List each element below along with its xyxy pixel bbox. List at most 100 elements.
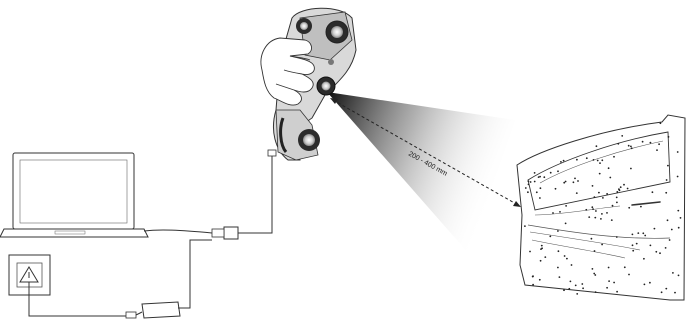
target-marker-dot [644,234,647,237]
target-markers [524,122,682,295]
target-marker-dot [616,191,619,193]
target-marker-dot [539,175,541,178]
target-marker-dot [640,205,642,208]
target-marker-dot [557,250,560,253]
target-marker-dot [594,291,597,293]
target-marker-dot [537,176,540,179]
target-marker-dot [665,179,668,181]
target-marker-dot [601,243,603,246]
target-marker-dot [557,230,559,232]
target-marker-dot [628,206,631,209]
target-marker-dot [540,244,543,247]
target-marker-dot [596,159,599,162]
target-marker-dot [667,164,669,167]
target-marker-dot [539,259,542,262]
distance-arrow-start-icon [330,98,338,104]
target-marker-dot [575,192,578,195]
target-marker-dot [664,247,667,249]
target-marker-dot [627,144,630,147]
target-marker-dot [601,213,603,215]
target-marker-dot [539,187,542,190]
target-marker-dot [557,266,559,269]
target-marker-dot [653,227,656,230]
target-marker-dot [562,159,565,162]
hand [260,37,315,106]
target-marker-dot [591,268,594,270]
target-marker-dot [529,181,532,183]
target-marker-dot [527,180,530,183]
target-marker-dot [660,291,663,294]
target-marker-dot [594,274,597,276]
target-marker-dot [613,155,615,158]
target-marker-dot [665,191,668,194]
target-marker-dot [570,264,573,266]
target-marker-dot [637,232,640,235]
power-adapter [125,301,186,319]
target-marker-dot [656,149,658,152]
target-marker-dot [635,242,638,245]
target-marker-dot [574,177,576,180]
target-marker-dot [649,244,652,247]
target-marker-dot [607,266,610,269]
target-marker-dot [592,208,594,211]
target-marker-dot [610,219,613,222]
target-marker-dot [560,161,562,163]
target-marker-dot [651,191,654,194]
target-marker-dot [607,167,610,170]
target-marker-dot [594,216,597,219]
target-marker-dot [577,180,579,182]
target-marker-dot [549,171,552,174]
target-marker-dot [641,140,644,143]
target-marker-dot [591,206,594,209]
target-marker-dot [539,197,541,199]
target-marker-dot [642,232,645,235]
target-marker-dot [593,250,596,252]
target-marker-dot [581,283,584,285]
target-marker-dot [544,256,547,258]
target-marker-dot [623,183,625,186]
target-marker-dot [593,272,596,275]
target-marker-dot [563,181,566,184]
target-marker-dot [585,208,588,211]
target-marker-dot [533,180,536,183]
target-marker-dot [611,204,614,207]
target-marker-dot [631,233,634,236]
target-marker-dot [630,145,632,148]
target-marker-dot [676,175,679,178]
target-marker-dot [543,176,546,179]
target-marker-dot [572,181,575,184]
target-marker-dot [631,244,634,247]
distance-indicator-line [332,99,519,206]
target-marker-dot [677,274,680,277]
target-marker-dot [532,283,534,286]
target-marker-dot [666,219,669,222]
target-marker-dot [609,176,612,179]
target-marker-dot [618,188,620,191]
target-marker-dot [659,122,662,125]
target-marker-dot [538,278,541,281]
target-marker-dot [617,142,620,145]
target-marker-dot [541,247,543,250]
target-marker-dot [606,212,608,214]
target-marker-dot [524,187,527,189]
target-marker-dot [524,225,526,228]
scanner-cable [240,152,273,234]
target-marker-dot [628,273,630,276]
target-marker-dot [552,212,554,214]
target-marker-dot [599,162,601,165]
target-marker-dot [615,196,618,199]
laptop-cable [143,229,213,234]
target-marker-dot [527,183,530,186]
distance-arrow-end-icon [513,201,521,207]
target-marker-dot [606,193,608,195]
car-door [516,114,686,301]
target-marker-dot [601,159,604,162]
target-marker-dot [595,210,597,212]
target-marker-dot [667,136,670,138]
target-marker-dot [563,255,566,257]
target-marker-dot [569,280,572,283]
target-marker-dot [582,287,584,290]
target-marker-dot [554,187,557,190]
target-marker-dot [590,237,593,240]
target-marker-dot [535,191,538,194]
